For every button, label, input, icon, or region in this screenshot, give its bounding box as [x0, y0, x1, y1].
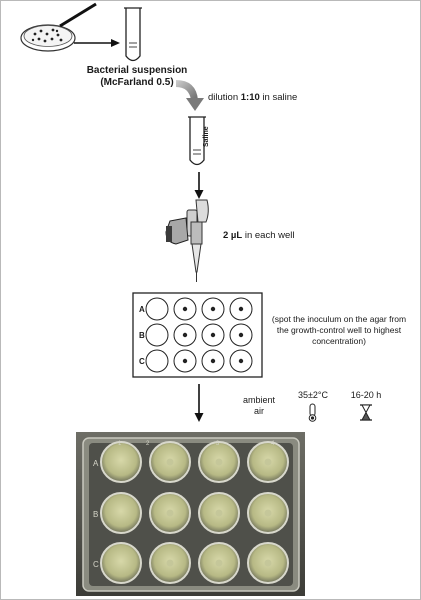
- photo-row-label-b: B: [93, 510, 98, 519]
- arrow-down-1: [194, 172, 204, 199]
- atmosphere-label-line2: air: [254, 406, 264, 416]
- photo-col-label-4: 4: [271, 441, 275, 447]
- curved-arrow: [176, 80, 204, 111]
- saline-tube-icon: [188, 116, 206, 166]
- photo-row-label-a: A: [93, 459, 99, 468]
- photo-wells: [100, 441, 289, 584]
- dilution-label: dilution 1:10 in saline: [208, 92, 297, 103]
- inoculating-loop-icon: [59, 2, 97, 28]
- plate-note-line3: concentration): [312, 336, 366, 346]
- arrow-down-2: [194, 384, 204, 422]
- pipette-hand-icon: [165, 199, 209, 282]
- plate-row-label-b: B: [139, 331, 145, 340]
- plate-note-line1: (spot the inoculum on the agar from: [272, 314, 406, 324]
- plate-schematic: A B C: [132, 292, 263, 378]
- hourglass-icon: [360, 404, 372, 421]
- plate-note-line2: the growth-control well to highest: [277, 325, 402, 335]
- plate-row-label-c: C: [139, 357, 145, 366]
- time-label: 16-20 h: [351, 390, 382, 400]
- bacterial-suspension-label: Bacterial suspension: [87, 65, 188, 76]
- photo-col-label-1: 1: [118, 441, 122, 447]
- photo-col-label-2: 2: [146, 441, 150, 447]
- atmosphere-label-line1: ambient: [243, 395, 276, 405]
- saline-tube-label: Saline: [203, 126, 210, 147]
- temperature-label: 35±2°C: [298, 390, 329, 400]
- plate-wells: [145, 297, 253, 373]
- arrow-dish-to-tube: [74, 39, 120, 47]
- plate-photo: A B C 1 2 3 4: [76, 432, 305, 596]
- petri-dish-icon: [20, 24, 76, 52]
- photo-row-label-c: C: [93, 560, 99, 569]
- plate-row-label-a: A: [139, 305, 145, 314]
- photo-col-label-3: 3: [216, 441, 220, 447]
- test-tube-icon: [124, 7, 142, 62]
- mcfarland-label: (McFarland 0.5): [100, 77, 173, 88]
- volume-label: 2 µL in each well: [223, 230, 294, 241]
- thermometer-icon: [308, 403, 317, 422]
